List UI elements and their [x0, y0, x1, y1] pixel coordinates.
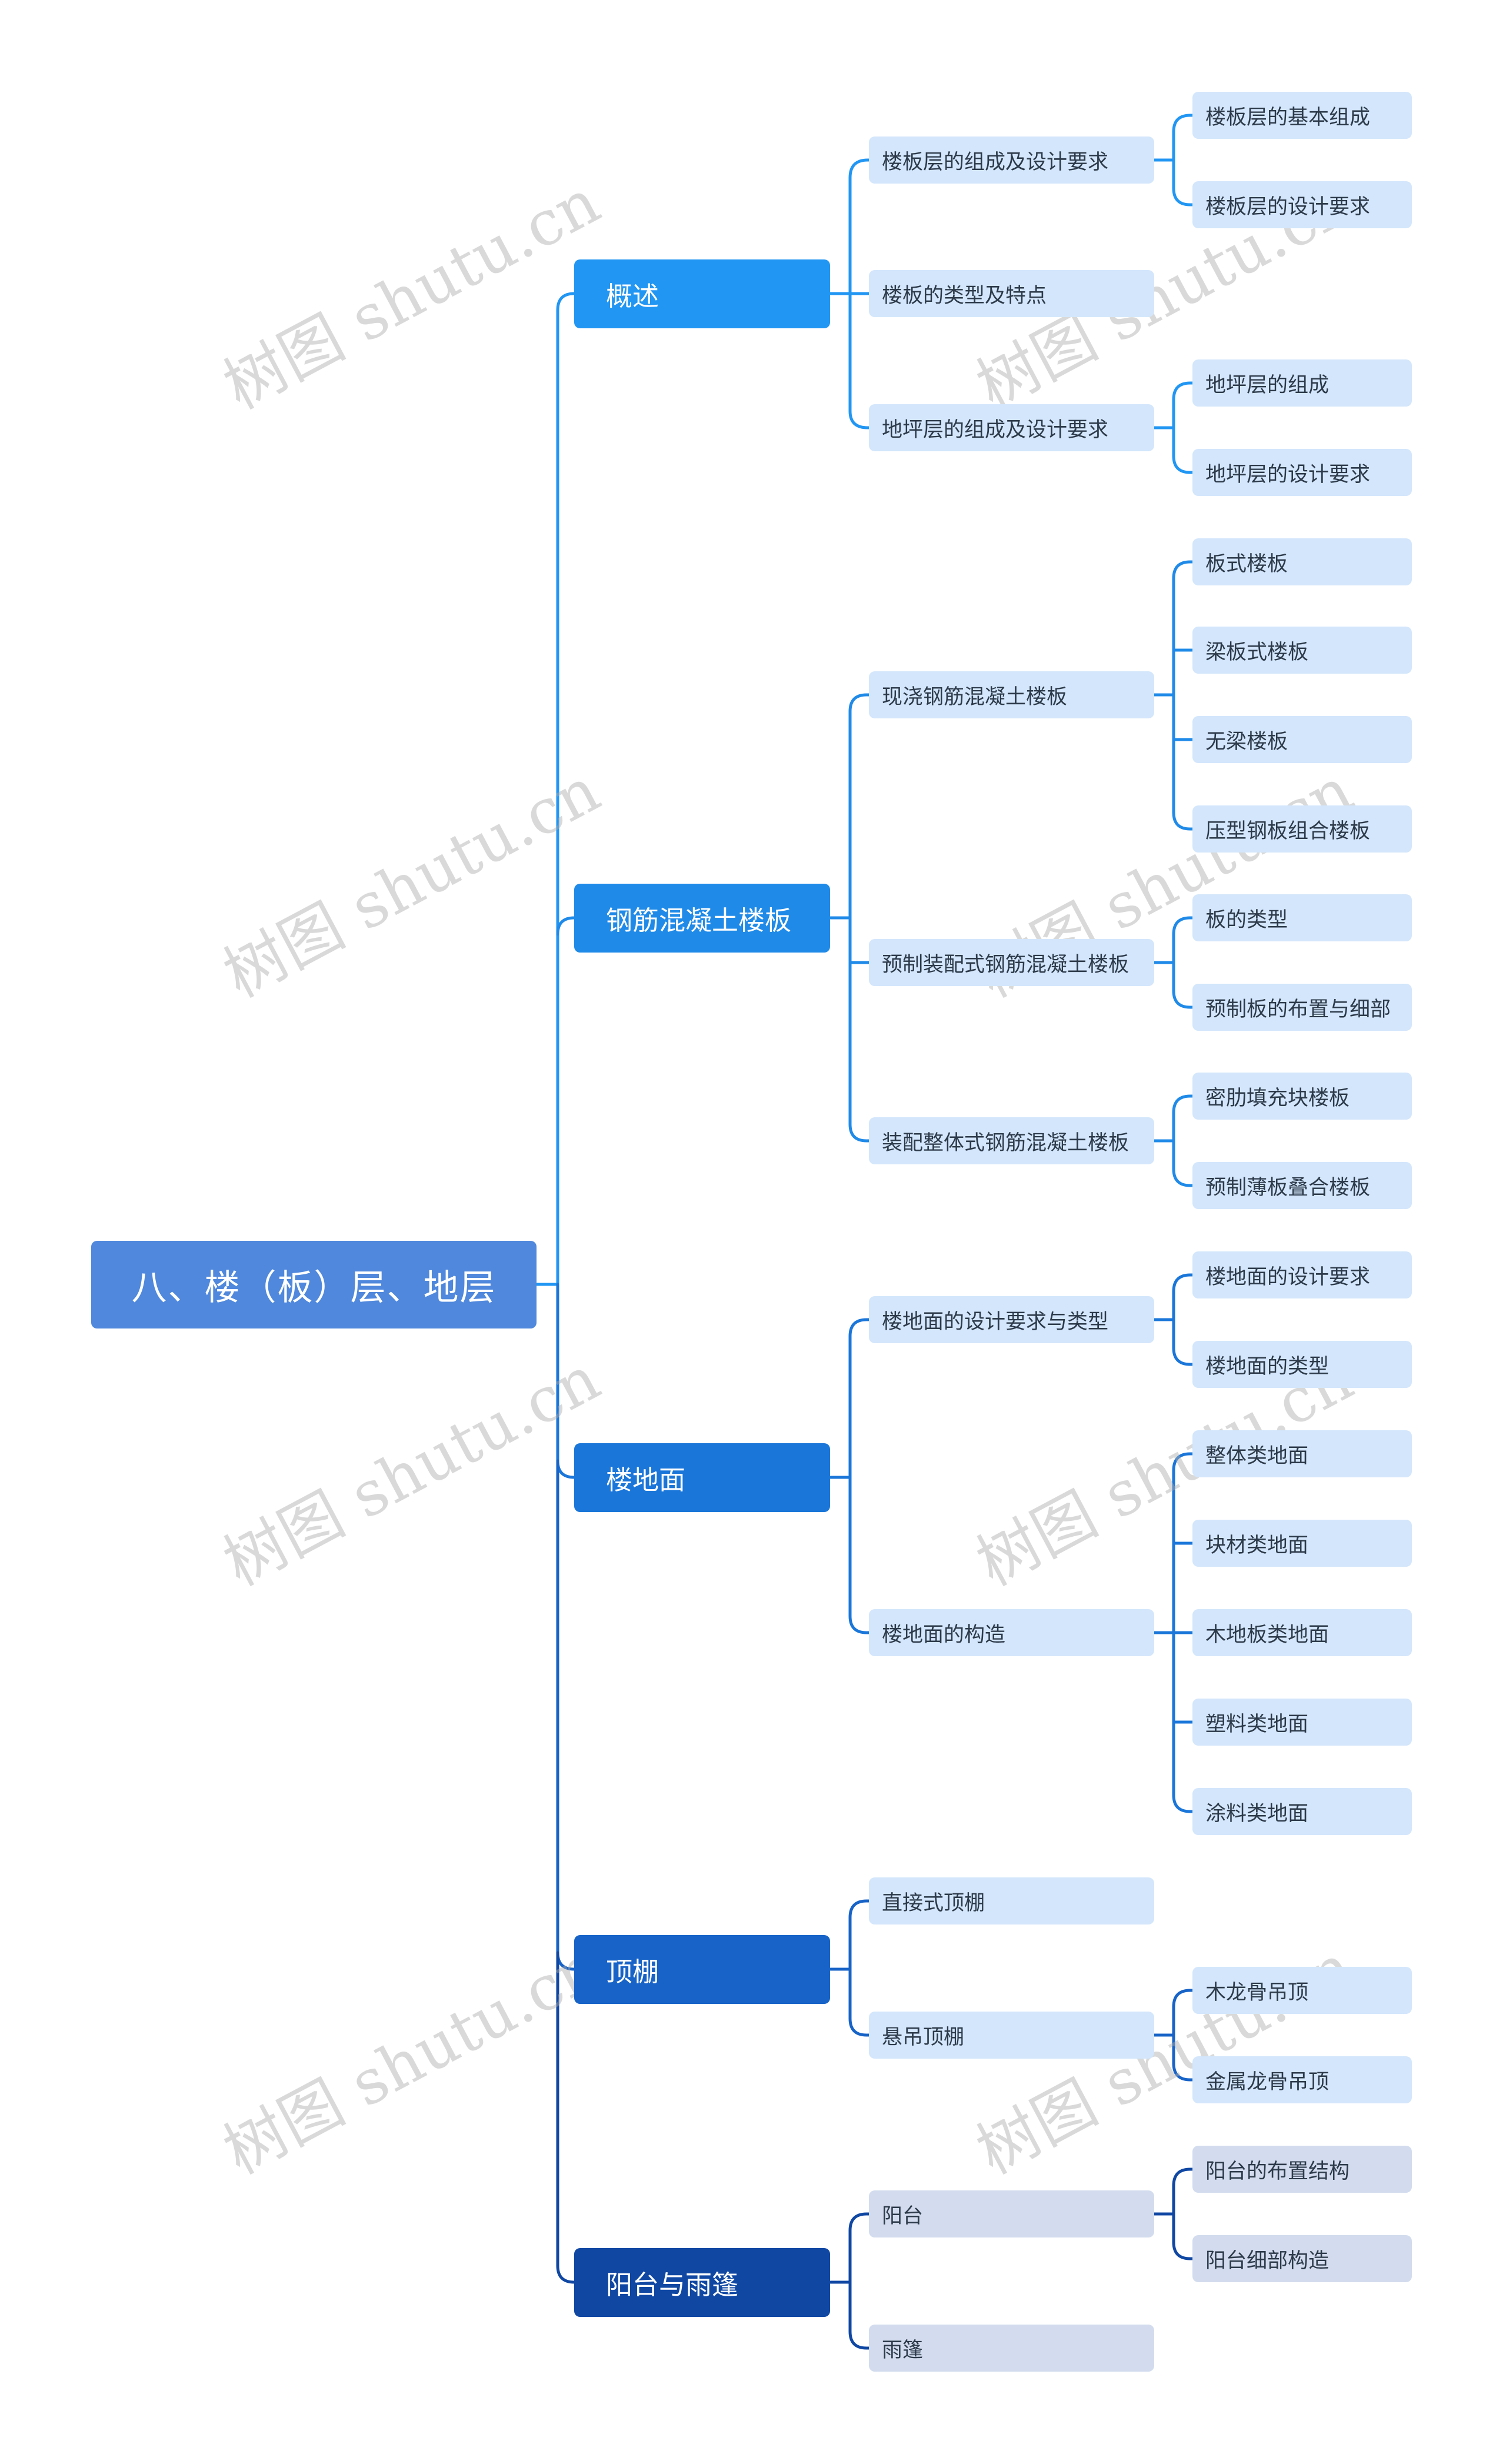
leaf-node[interactable]: 梁板式楼板: [1192, 627, 1412, 674]
topic-node[interactable]: 楼板层的组成及设计要求: [869, 136, 1154, 184]
leaf-node[interactable]: 密肋填充块楼板: [1192, 1073, 1412, 1120]
topic-node[interactable]: 预制装配式钢筋混凝土楼板: [869, 939, 1154, 986]
topic-node[interactable]: 装配整体式钢筋混凝土楼板: [869, 1117, 1154, 1164]
topic-node[interactable]: 楼地面的设计要求与类型: [869, 1296, 1154, 1343]
leaf-node[interactable]: 塑料类地面: [1192, 1699, 1412, 1746]
leaf-node[interactable]: 板的类型: [1192, 894, 1412, 941]
leaf-node[interactable]: 阳台的布置结构: [1192, 2146, 1412, 2193]
branch-loudimian[interactable]: 楼地面: [574, 1443, 830, 1512]
leaf-node[interactable]: 无梁楼板: [1192, 716, 1412, 763]
leaf-node[interactable]: 楼板层的设计要求: [1192, 181, 1412, 228]
connector-root-yangtai: [556, 1951, 576, 2284]
leaf-node[interactable]: 木龙骨吊顶: [1192, 1967, 1412, 2014]
topic-node[interactable]: 阳台: [869, 2190, 1154, 2237]
branch-gangjin-hunningtu-louban[interactable]: 钢筋混凝土楼板: [574, 884, 830, 953]
leaf-node[interactable]: 地坪层的组成: [1192, 359, 1412, 407]
leaf-node[interactable]: 板式楼板: [1192, 538, 1412, 585]
leaf-node[interactable]: 阳台细部构造: [1192, 2235, 1412, 2282]
topic-node[interactable]: 楼板的类型及特点: [869, 270, 1154, 317]
topic-node[interactable]: 现浇钢筋混凝土楼板: [869, 671, 1154, 718]
leaf-node[interactable]: 整体类地面: [1192, 1430, 1412, 1477]
connector-root-gangjin: [556, 916, 576, 936]
leaf-node[interactable]: 金属龙骨吊顶: [1192, 2056, 1412, 2103]
leaf-node[interactable]: 预制薄板叠合楼板: [1192, 1162, 1412, 1209]
branch-dingpeng[interactable]: 顶棚: [574, 1935, 830, 2004]
branch-gaishu[interactable]: 概述: [574, 259, 830, 328]
connector-root-gaishu: [535, 292, 576, 1286]
connector-root-dingpeng: [556, 1459, 576, 1971]
topic-node[interactable]: 地坪层的组成及设计要求: [869, 404, 1154, 451]
topic-node[interactable]: 雨篷: [869, 2325, 1154, 2372]
topic-node[interactable]: 悬吊顶棚: [869, 2012, 1154, 2059]
leaf-node[interactable]: 楼板层的基本组成: [1192, 92, 1412, 139]
leaf-node[interactable]: 木地板类地面: [1192, 1609, 1412, 1656]
connector-root-loudimian: [556, 1283, 576, 1479]
leaf-node[interactable]: 压型钢板组合楼板: [1192, 805, 1412, 853]
root-node[interactable]: 八、楼（板）层、地层: [91, 1241, 537, 1328]
leaf-node[interactable]: 楼地面的设计要求: [1192, 1251, 1412, 1298]
leaf-node[interactable]: 涂料类地面: [1192, 1788, 1412, 1835]
leaf-node[interactable]: 楼地面的类型: [1192, 1341, 1412, 1388]
topic-node[interactable]: 直接式顶棚: [869, 1877, 1154, 1924]
leaf-node[interactable]: 地坪层的设计要求: [1192, 449, 1412, 496]
leaf-node[interactable]: 预制板的布置与细部: [1192, 984, 1412, 1031]
branch-yangtai-yupeng[interactable]: 阳台与雨篷: [574, 2248, 830, 2317]
leaf-node[interactable]: 块材类地面: [1192, 1520, 1412, 1567]
topic-node[interactable]: 楼地面的构造: [869, 1609, 1154, 1656]
